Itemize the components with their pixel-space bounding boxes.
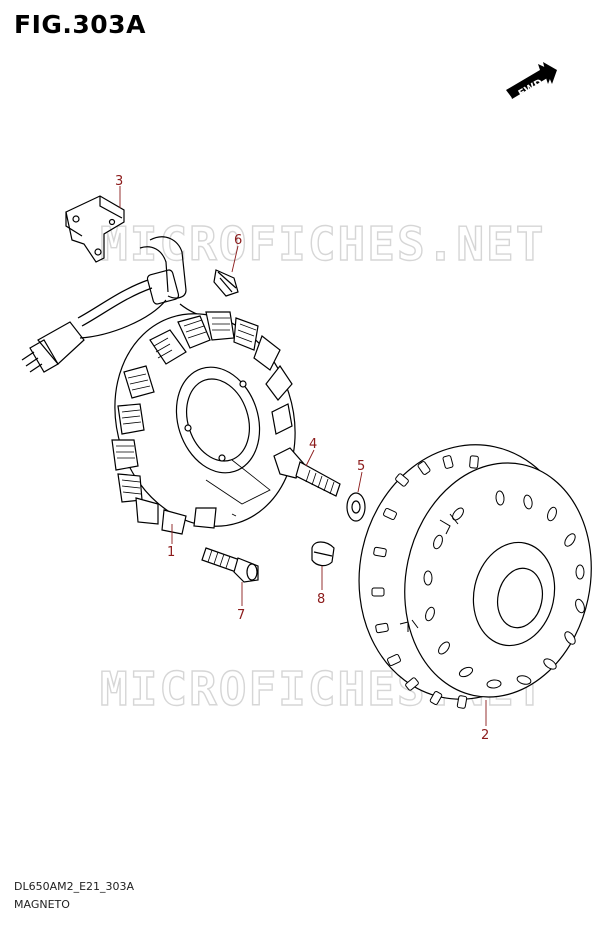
callout-leaders	[119, 186, 487, 726]
callout-7: 7	[237, 608, 245, 623]
callout-8: 8	[317, 592, 325, 607]
fwd-arrow-icon: FWD	[506, 62, 557, 100]
rotor-part-2	[358, 444, 592, 709]
key-part-8	[311, 541, 335, 567]
callout-4: 4	[309, 437, 317, 452]
callout-5: 5	[357, 459, 365, 474]
bracket-part-3	[65, 195, 125, 263]
washer-part-5	[346, 492, 366, 522]
watermark-top: MICROFICHES.NET	[100, 217, 545, 271]
bolt-part-4	[273, 447, 341, 497]
figure-code: DL650AM2_E21_303A	[14, 880, 135, 893]
stator-part-1	[111, 311, 296, 535]
figure-name: MAGNETO	[14, 898, 70, 911]
figure-title: FIG.303A	[14, 10, 146, 39]
bolt-part-6	[213, 269, 239, 297]
assembly-lines	[205, 459, 271, 517]
wire-harness	[21, 236, 211, 373]
callout-3: 3	[115, 174, 123, 189]
callout-6: 6	[234, 233, 242, 248]
callout-1: 1	[167, 545, 175, 560]
screw-part-7	[201, 547, 259, 583]
callout-2: 2	[481, 728, 489, 743]
